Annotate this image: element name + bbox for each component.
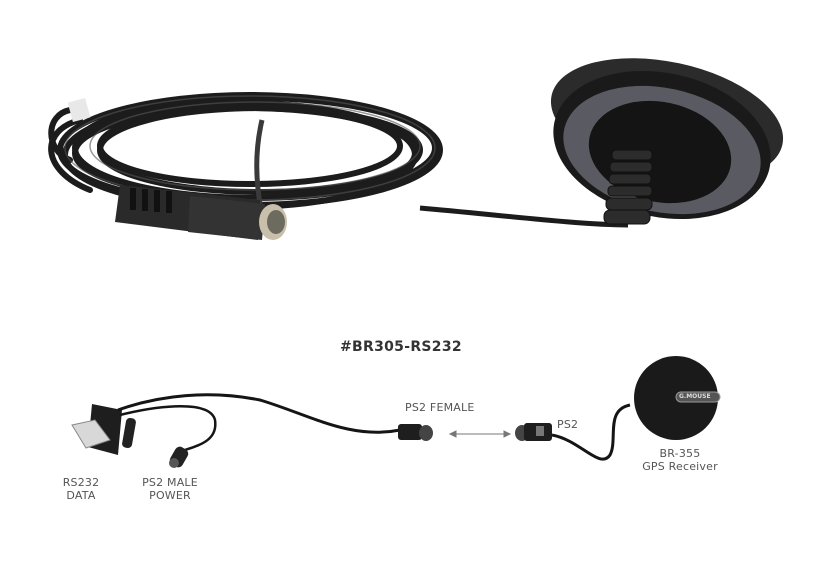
puck-brand-label: G.MOUSE — [679, 393, 711, 400]
label-receiver: BR-355 GPS Receiver — [640, 447, 720, 473]
connection-arrow — [448, 430, 512, 438]
gps-puck-photo — [550, 58, 784, 225]
label-receiver-model: BR-355 — [659, 447, 701, 460]
label-ps2-male-line1: PS2 MALE — [142, 476, 198, 489]
minidin-connector — [115, 185, 287, 240]
label-rs232-line2: DATA — [66, 489, 96, 502]
ps2-female-connector — [398, 424, 433, 441]
ps2-male-connector — [169, 446, 189, 468]
ps2-connector — [515, 423, 552, 441]
label-ps2-female: PS2 FEMALE — [405, 401, 475, 414]
label-rs232-line1: RS232 — [62, 476, 100, 489]
product-photo-drawing — [48, 58, 784, 240]
label-ps2: PS2 — [557, 418, 579, 431]
diagram-title: #BR305-RS232 — [340, 339, 462, 355]
label-receiver-desc: GPS Receiver — [642, 460, 718, 473]
label-ps2-male: PS2 MALE POWER — [135, 476, 205, 502]
label-rs232: RS232 DATA — [56, 476, 106, 502]
rs232-connector — [71, 404, 136, 455]
gps-receiver-puck — [634, 356, 721, 440]
product-photo — [48, 58, 784, 240]
label-ps2-male-line2: POWER — [149, 489, 191, 502]
